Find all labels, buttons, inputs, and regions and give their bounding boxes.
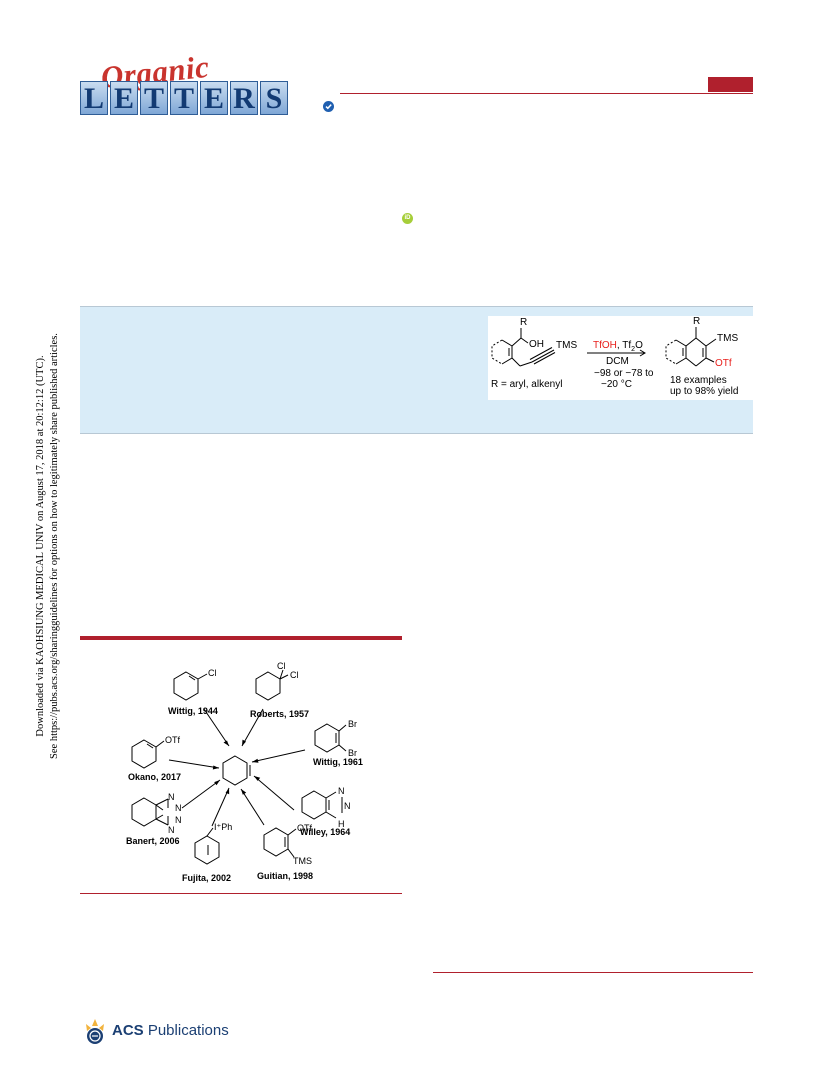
atom-n-willey-2: N: [344, 801, 351, 811]
label-roberts-1957: Roberts, 1957: [250, 709, 310, 719]
toc-tms-right: TMS: [717, 333, 739, 344]
atom-n-willey-1: N: [338, 786, 345, 796]
atom-otf-okano: OTf: [165, 735, 180, 745]
atom-cl-roberts-a: Cl: [277, 661, 286, 671]
toc-structures: [491, 327, 717, 367]
download-notice-line1: Downloaded via KAOHSIUNG MEDICAL UNIV on…: [35, 355, 46, 737]
header-tab: [708, 77, 753, 92]
atom-cl-roberts-b: Cl: [290, 670, 299, 680]
toc-r-top: R: [520, 317, 528, 328]
toc-temp2: −20 °C: [601, 379, 632, 390]
acs-bold: ACS: [112, 1022, 144, 1039]
check-badge-icon: [323, 101, 334, 112]
label-fujita-2002: Fujita, 2002: [182, 873, 232, 883]
toc-reagent-o: O: [635, 340, 643, 351]
atom-otf-guitian: OTf: [297, 823, 312, 833]
toc-r-def: R = aryl, alkenyl: [491, 379, 563, 390]
atom-iph-fujita: I⁺Ph: [214, 822, 233, 832]
atom-n-banert-2: N: [175, 803, 182, 813]
orcid-label: iD: [404, 215, 411, 221]
cyclohexyne-precursors-figure: Cl Cl Cl Br Br OTf N N N N N N H I⁺Ph OT…: [80, 645, 402, 890]
logo-tile: R: [230, 81, 258, 115]
atom-nh-willey: H: [338, 819, 345, 829]
toc-reagent-red: TfOH: [593, 340, 617, 351]
atom-br-bottom: Br: [348, 748, 357, 758]
toc-graphic: R OH TMS TfOH, Tf2O DCM −98 or −78 to −2…: [488, 316, 754, 400]
download-notice-line2: See https://pubs.acs.org/sharingguidelin…: [49, 333, 60, 759]
acs-publications-logo-icon[interactable]: [82, 1018, 108, 1046]
atom-n-banert-4: N: [168, 825, 175, 835]
logo-tile: E: [200, 81, 228, 115]
figure-bottom-rule: [80, 893, 402, 894]
toc-temp1: −98 or −78 to: [594, 368, 654, 379]
acs-publications-wordmark[interactable]: ACS Publications: [112, 1022, 229, 1039]
toc-otf: OTf: [715, 358, 732, 369]
toc-solvent: DCM: [606, 356, 629, 367]
logo-letter-tiles: L E T T E R S: [80, 81, 288, 115]
acs-rest: Publications: [143, 1022, 229, 1039]
label-guitian-1998: Guitian, 1998: [257, 871, 314, 881]
label-wittig-1944: Wittig, 1944: [168, 706, 218, 716]
label-banert-2006: Banert, 2006: [126, 836, 180, 846]
header-rule: [340, 93, 753, 94]
toc-reagent: TfOH, Tf2O: [593, 340, 643, 355]
toc-yield: up to 98% yield: [670, 386, 739, 397]
label-wittig-1961: Wittig, 1961: [313, 757, 363, 767]
acs-emblem: [86, 1019, 104, 1044]
footnote-rule: [433, 972, 753, 973]
toc-tms-left: TMS: [556, 340, 578, 351]
logo-tile: S: [260, 81, 288, 115]
label-willey-1964: Willey, 1964: [300, 827, 351, 837]
toc-reagent-rest: , Tf: [616, 340, 632, 351]
logo-tile: E: [110, 81, 138, 115]
figure-structures: [131, 669, 347, 865]
orcid-icon[interactable]: iD: [402, 213, 413, 224]
toc-examples: 18 examples: [670, 375, 727, 386]
logo-tile: L: [80, 81, 108, 115]
label-okano-2017: Okano, 2017: [128, 772, 182, 782]
atom-n-banert-3: N: [175, 815, 182, 825]
toc-reagent-sub: 2: [631, 346, 636, 353]
toc-oh: OH: [529, 339, 544, 350]
atom-n-banert-1: N: [168, 792, 175, 802]
figure-top-rule: [80, 636, 402, 640]
atom-tms-guitian: TMS: [293, 856, 312, 866]
toc-r-prod: R: [693, 316, 701, 327]
atom-cl-wittig1944: Cl: [208, 668, 217, 678]
logo-tile: T: [140, 81, 168, 115]
atom-br-top: Br: [348, 719, 357, 729]
download-notice: Downloaded via KAOHSIUNG MEDICAL UNIV on…: [34, 246, 76, 846]
logo-tile: T: [170, 81, 198, 115]
